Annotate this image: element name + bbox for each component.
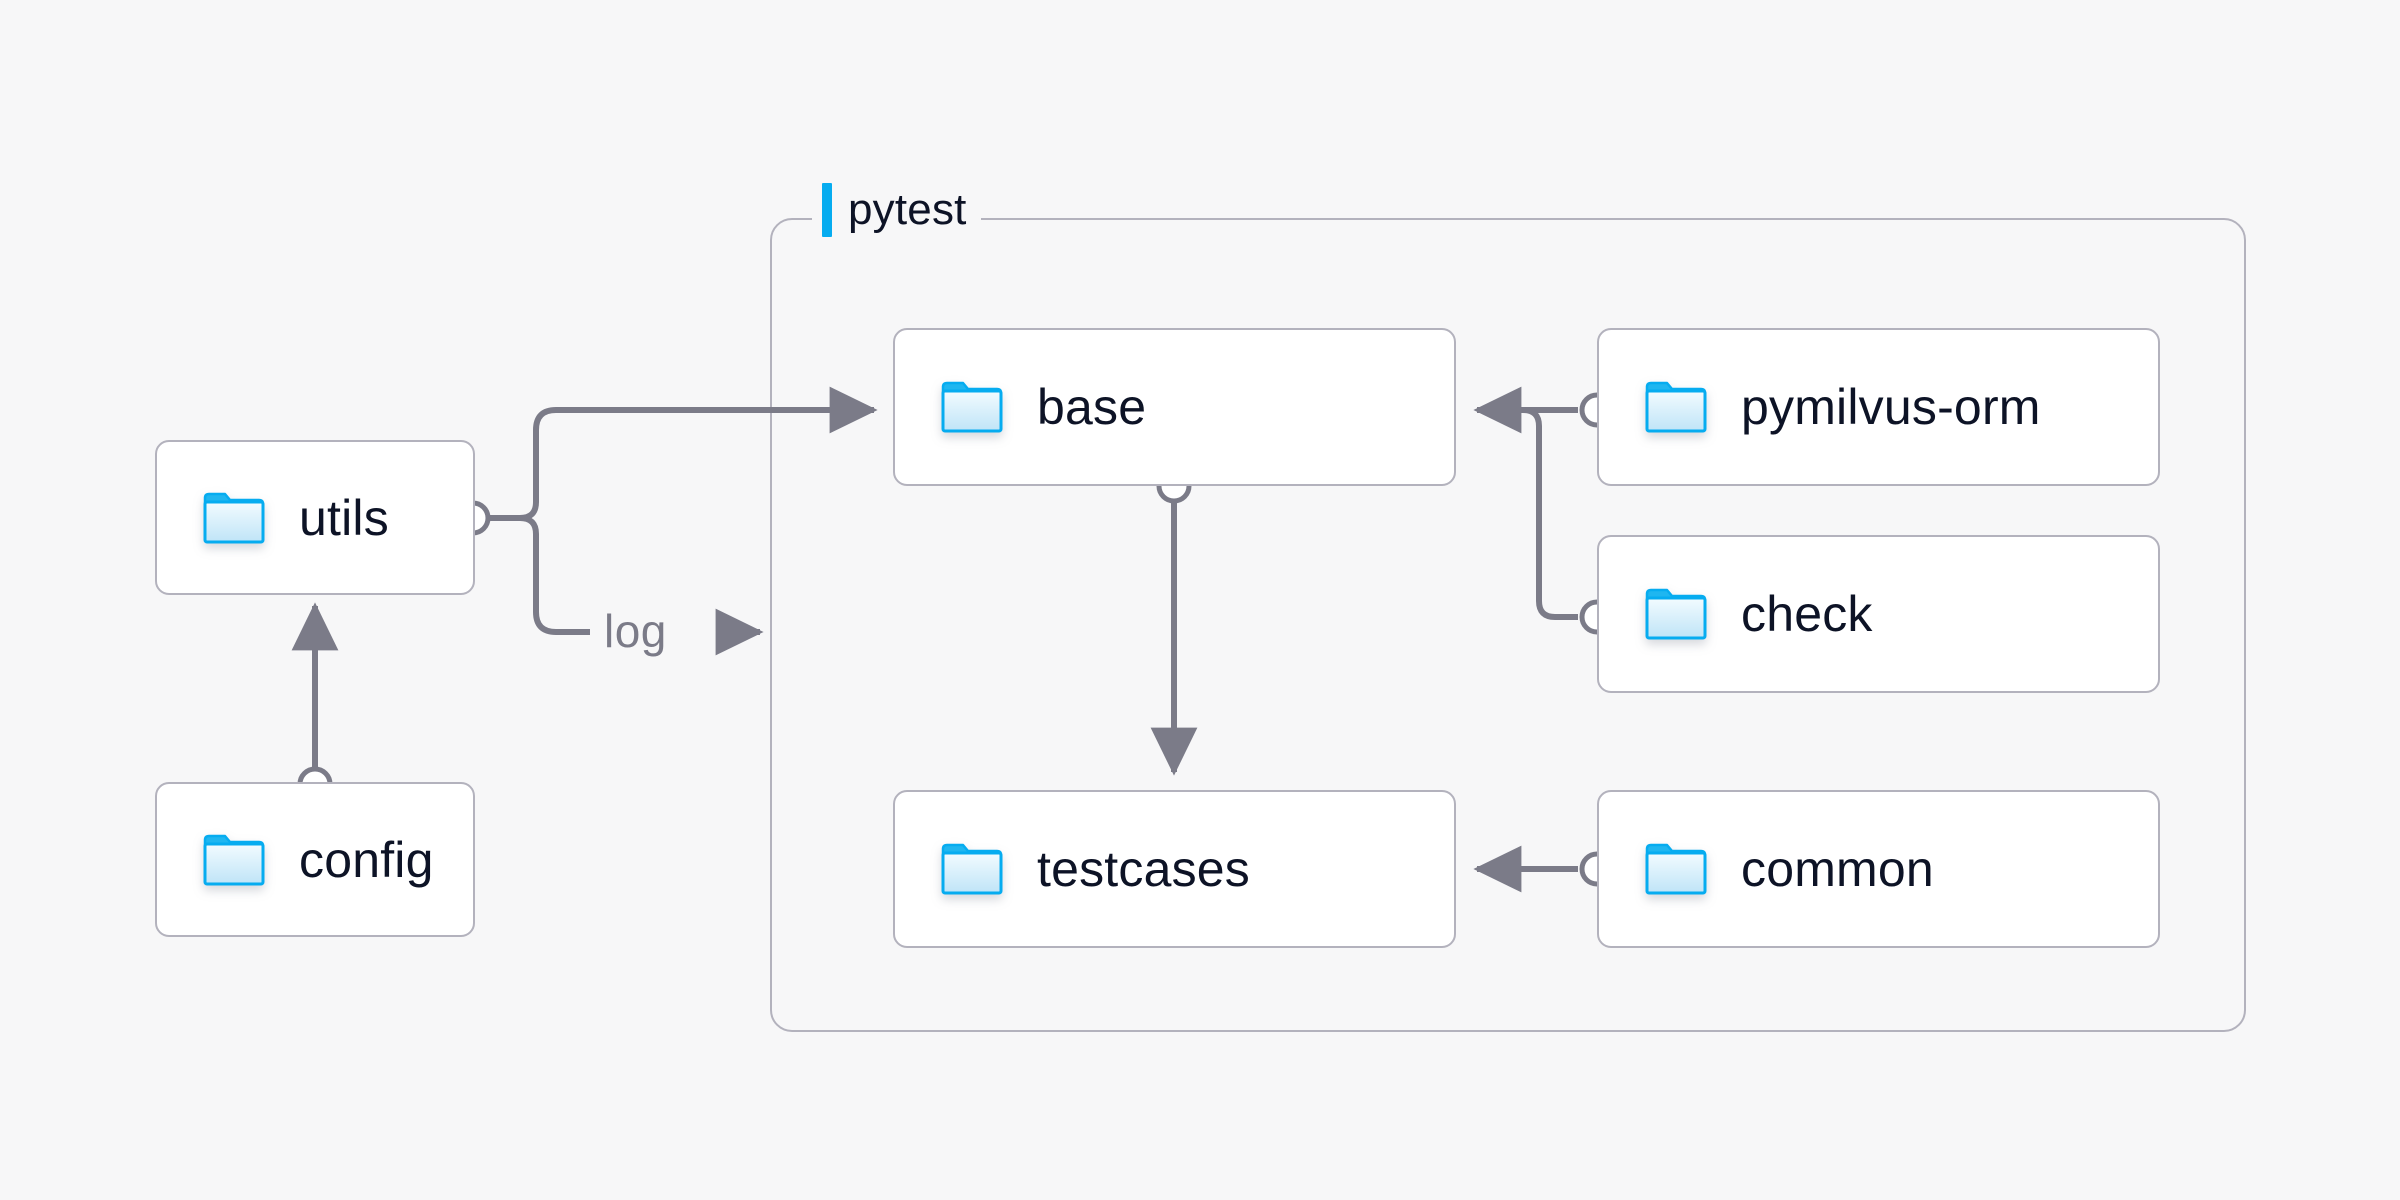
node-label: config (299, 831, 434, 888)
node-label: utils (299, 489, 389, 546)
node-base[interactable]: base (893, 328, 1456, 486)
folder-icon (203, 492, 265, 544)
folder-icon (1645, 588, 1707, 640)
group-title-text: pytest (848, 185, 967, 234)
node-label: testcases (1037, 841, 1251, 897)
edge-utils-to-log (487, 515, 590, 635)
node-config[interactable]: config (155, 782, 475, 937)
node-check[interactable]: check (1597, 535, 2160, 693)
group-label-pytest: pytest (812, 180, 981, 240)
node-utils[interactable]: utils (155, 440, 475, 595)
folder-icon (203, 834, 265, 886)
node-label: base (1037, 379, 1147, 435)
node-label: common (1741, 841, 1934, 897)
accent-bar-icon (822, 183, 832, 237)
folder-icon (941, 843, 1003, 895)
node-testcases[interactable]: testcases (893, 790, 1456, 948)
node-label: pymilvus-orm (1741, 379, 2041, 435)
node-pymilvus-orm[interactable]: pymilvus-orm (1597, 328, 2160, 486)
edge-label-log: log (604, 605, 667, 657)
node-label: check (1741, 586, 1873, 642)
folder-icon (941, 381, 1003, 433)
folder-icon (1645, 381, 1707, 433)
node-common[interactable]: common (1597, 790, 2160, 948)
folder-icon (1645, 843, 1707, 895)
group-container-pytest (770, 218, 2246, 1032)
